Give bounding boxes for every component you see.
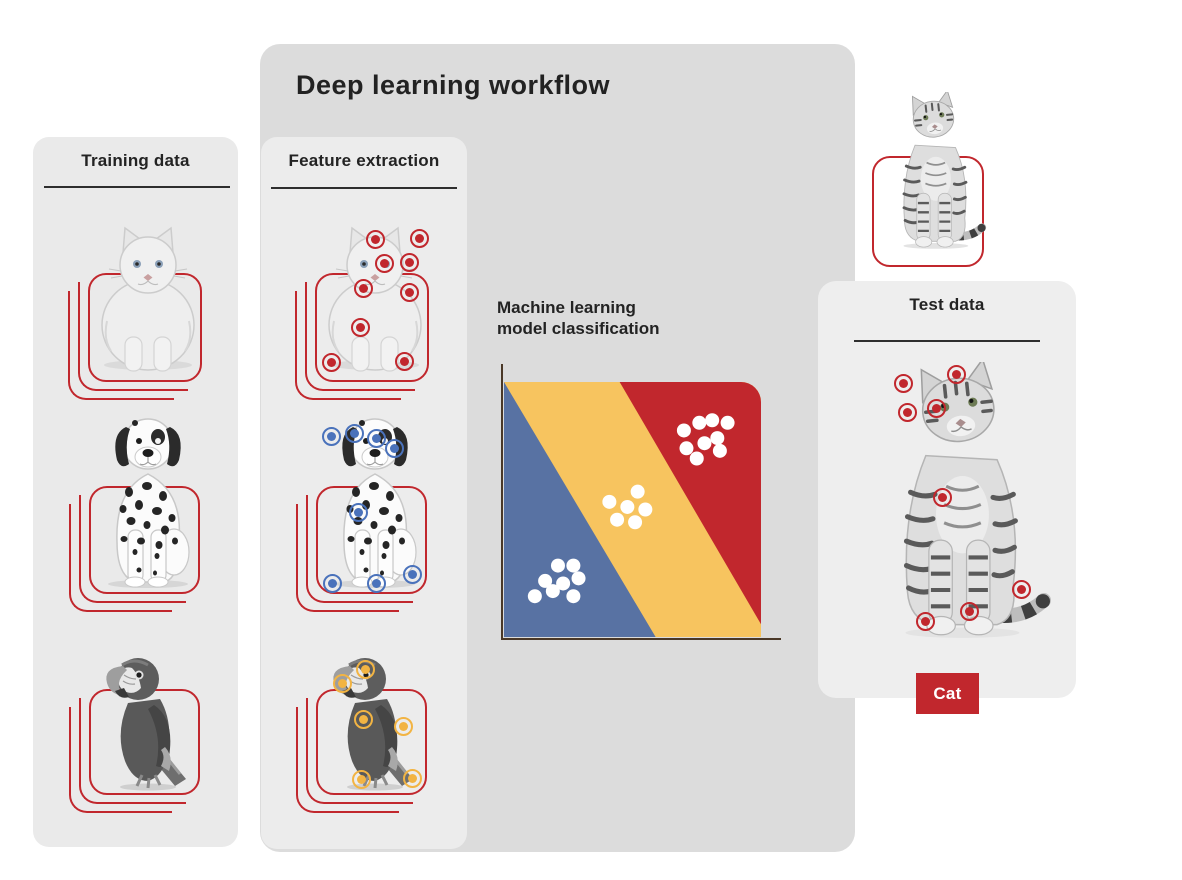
feature-point-marker (374, 253, 394, 273)
training-data-title: Training data (81, 151, 190, 170)
chart-title-line2: model classification (497, 319, 660, 338)
feature-point-marker (350, 317, 370, 337)
feature-point-marker (321, 352, 341, 372)
feature-point-marker (409, 228, 429, 248)
feature-point-marker (355, 659, 375, 679)
stacked-frame (296, 504, 399, 612)
feature-point-marker (932, 487, 952, 507)
feature-point-marker (402, 768, 422, 788)
training-card-cat (68, 225, 223, 400)
feature-point-marker (344, 423, 364, 443)
feature-point-marker (893, 373, 913, 393)
stacked-frame (79, 495, 186, 603)
feature-extraction-title: Feature extraction (288, 151, 440, 170)
feature-point-marker (384, 438, 404, 458)
training-title-underline (44, 186, 230, 188)
feature-point-marker (366, 573, 386, 593)
stacked-frame (306, 495, 413, 603)
test-card-cat (860, 360, 1065, 645)
feature-point-marker (353, 709, 373, 729)
feature-point-marker (393, 716, 413, 736)
stacked-frame (295, 291, 401, 400)
stacked-frame (69, 504, 172, 612)
stacked-frame (306, 698, 413, 804)
stacked-frame (68, 291, 174, 400)
feature-point-marker (399, 282, 419, 302)
prediction-label: Cat (916, 673, 979, 714)
stacked-frame (78, 282, 188, 391)
dog-illustration (107, 418, 190, 589)
feature-point-marker (1011, 579, 1031, 599)
test-input-card (868, 92, 1018, 272)
stacked-frame (296, 707, 399, 813)
feature-card-cat (295, 225, 450, 400)
feature-point-marker (915, 611, 935, 631)
feature-point-marker (365, 229, 385, 249)
stacked-frame (69, 707, 172, 813)
feature-point-marker (402, 564, 422, 584)
feature-card-dog (296, 412, 450, 612)
chart-x-axis (501, 638, 781, 640)
feature-point-marker (394, 351, 414, 371)
classification-plot (504, 382, 761, 637)
chart-title: Machine learning model classification (497, 297, 660, 339)
cat-illustration (101, 227, 195, 372)
test-data-title: Test data (909, 295, 985, 314)
feature-point-marker (353, 278, 373, 298)
training-card-dog (69, 412, 223, 612)
tabby-cat-illustration (876, 92, 998, 254)
feature-point-marker (322, 573, 342, 593)
feature-point-marker (348, 502, 368, 522)
parrot-illustration (104, 656, 188, 792)
feature-point-marker (946, 364, 966, 384)
chart-title-line1: Machine learning (497, 298, 636, 317)
stacked-frame (305, 282, 415, 391)
chart-y-axis (501, 364, 503, 640)
feature-point-marker (399, 252, 419, 272)
stacked-frame (79, 698, 186, 804)
feature-point-marker (897, 402, 917, 422)
feature-point-marker (926, 398, 946, 418)
feature-point-marker (366, 428, 386, 448)
training-card-parrot (69, 650, 223, 813)
test-title-underline (854, 340, 1040, 342)
feature-title-underline (271, 187, 457, 189)
feature-point-marker (351, 769, 371, 789)
feature-card-parrot (296, 650, 450, 813)
feature-point-marker (959, 601, 979, 621)
feature-point-marker (332, 673, 352, 693)
feature-point-marker (321, 426, 341, 446)
classification-regions-and-dots (504, 382, 761, 637)
page-title: Deep learning workflow (296, 70, 611, 100)
